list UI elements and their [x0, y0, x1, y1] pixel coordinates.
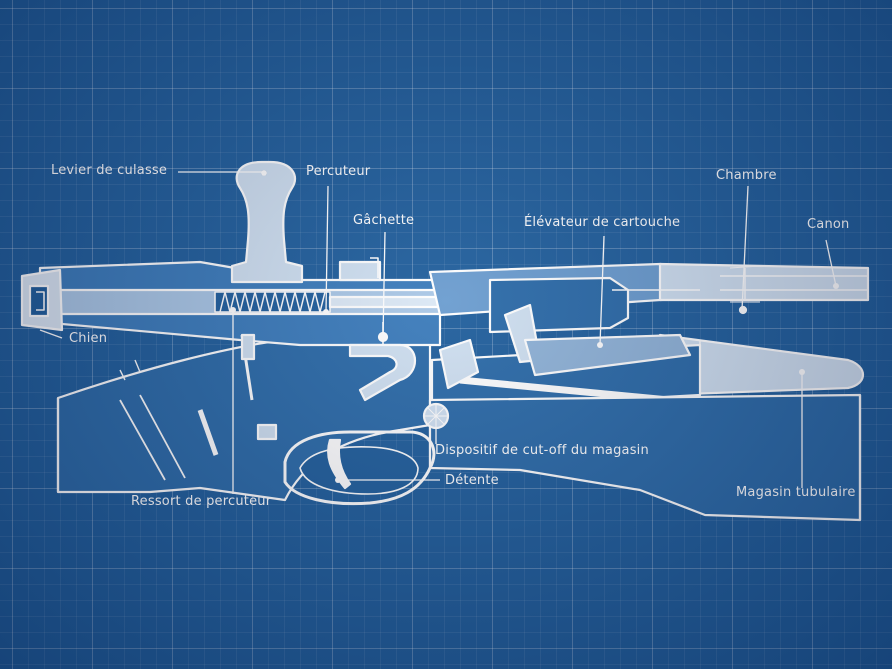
trigger-guard: [283, 430, 436, 506]
label-elevateur-de-cartouche: Élévateur de cartouche: [524, 215, 681, 230]
tubular-magazine: [658, 333, 865, 397]
leader-percuteur: [325, 185, 329, 313]
leader-chien: [39, 329, 63, 339]
label-detente: Détente: [445, 473, 499, 488]
leader-canon: [825, 239, 837, 287]
barrel-front: [658, 262, 870, 302]
label-percuteur: Percuteur: [306, 164, 371, 179]
leader-chambre: [741, 185, 749, 311]
label-levier-de-culasse: Levier de culasse: [51, 163, 168, 178]
label-ressort-de-percuteur: Ressort de percuteur: [131, 494, 272, 509]
label-chambre: Chambre: [716, 168, 777, 183]
label-dispositif-cut-off: Dispositif de cut-off du magasin: [435, 443, 649, 458]
label-gachette: Gâchette: [353, 213, 415, 228]
leader-elevateur: [599, 235, 605, 346]
label-chien: Chien: [69, 331, 108, 346]
label-canon: Canon: [807, 217, 850, 232]
spring-coils: [219, 291, 326, 313]
leader-gachette: [382, 231, 386, 338]
bolt-handle: [230, 160, 304, 284]
label-magasin-tubulaire: Magasin tubulaire: [736, 485, 856, 500]
trigger: [327, 438, 352, 490]
sear: [348, 343, 416, 402]
